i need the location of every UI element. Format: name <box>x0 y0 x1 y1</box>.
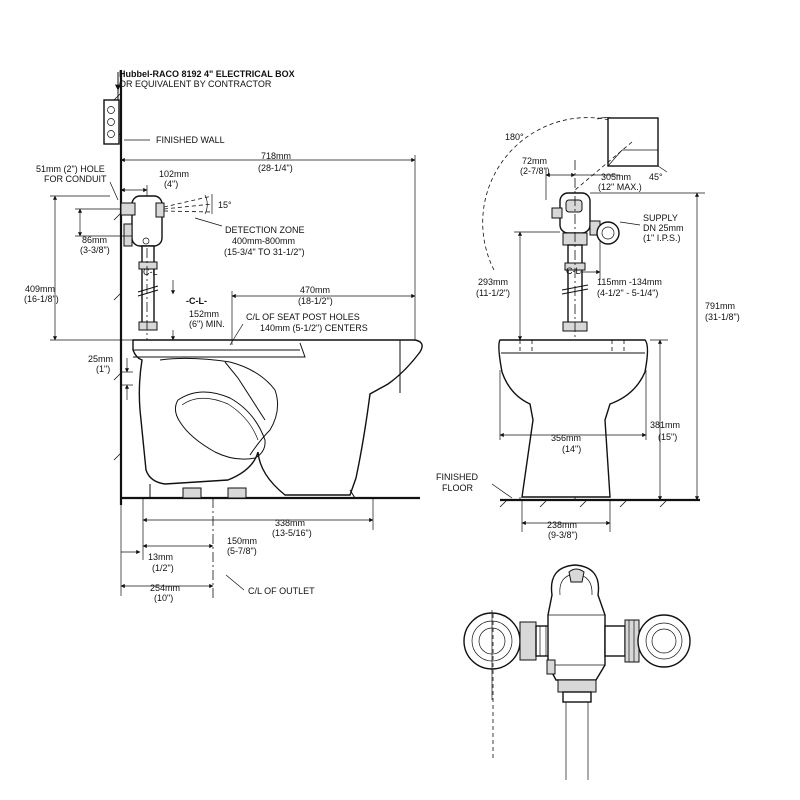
front-view <box>482 117 705 532</box>
dim-254-label-in: (10") <box>154 593 173 603</box>
dim-409-label-in: (16-1/8") <box>24 294 59 304</box>
dim-102-label: 102mm <box>159 169 189 179</box>
supply-label-2: DN 25mm <box>643 223 684 233</box>
side-flush-pipe <box>137 245 159 331</box>
box-knockout-1 <box>107 106 115 114</box>
dim-13-label-in: (1/2") <box>152 563 174 573</box>
dim-238-label: 238mm <box>547 520 577 530</box>
dim-470-label-in: (18-1/2") <box>298 296 333 306</box>
dim-381-label-in: (15") <box>658 432 677 442</box>
dim-791-label: 791mm <box>705 301 735 311</box>
conduit-hole-label-1: 51mm (2") HOLE <box>36 164 105 174</box>
dim-305-label-in: (12" MAX.) <box>598 182 642 192</box>
dim-72-label-in: (2-7/8") <box>520 166 550 176</box>
box-knockout-3 <box>107 130 115 138</box>
floor-hatch <box>499 499 668 508</box>
top-view-valve <box>463 564 691 780</box>
conduit-hole-label-2: FOR CONDUIT <box>44 174 107 184</box>
front-toilet-bowl <box>498 339 649 500</box>
dim-381-label: 381mm <box>650 420 680 430</box>
angle-45-label: 45° <box>649 172 663 182</box>
dim-13-label: 13mm <box>148 552 173 562</box>
dim-338-label-in: (13-5/16") <box>272 528 312 538</box>
dim-409-label: 409mm <box>25 284 55 294</box>
dim-338-label: 338mm <box>275 518 305 528</box>
dim-102-label-in: (4") <box>164 179 178 189</box>
dim-791-label-in: (31-1/8") <box>705 312 740 322</box>
electrical-box-label-1: Hubbel-RACO 8192 4" ELECTRICAL BOX <box>119 69 295 79</box>
finished-floor-label-2: FLOOR <box>442 483 474 493</box>
dim-25-label-in: (1") <box>96 364 110 374</box>
side-view <box>50 70 423 600</box>
dim-238-label-in: (9-3/8") <box>548 530 578 540</box>
side-cl-label-2: -C-L- <box>186 296 207 306</box>
dim-72-label: 72mm <box>522 156 547 166</box>
dim-718-label-in: (28-1/4") <box>258 163 293 173</box>
dim-470-label: 470mm <box>300 285 330 295</box>
front-view-labels: 180° 72mm (2-7/8") 305mm (12" MAX.) 45° … <box>436 132 740 540</box>
detection-zone-label-2: 400mm-800mm <box>232 236 295 246</box>
detection-zone-label-3: (15-3/4" TO 31-1/2") <box>224 247 305 257</box>
dim-356-label: 356mm <box>551 433 581 443</box>
detection-cone <box>163 194 213 215</box>
side-toilet-bowl <box>132 339 423 499</box>
dim-150-label-in: (5-7/8") <box>227 546 257 556</box>
front-cl-label: C-L <box>566 266 581 276</box>
dim-115-label: 115mm -134mm <box>597 277 662 287</box>
box-knockout-2 <box>107 118 115 126</box>
seat-post-label-2: 140mm (5-1/2") CENTERS <box>260 323 368 333</box>
dim-150-label: 150mm <box>227 536 257 546</box>
detection-zone-label-1: DETECTION ZONE <box>225 225 305 235</box>
dim-115-label-in: (4-1/2" - 5-1/4") <box>597 288 658 298</box>
front-wall-box <box>607 117 659 167</box>
dim-293-label: 293mm <box>478 277 508 287</box>
dim-356-label-in: (14") <box>562 444 581 454</box>
supply-label-1: SUPPLY <box>643 213 678 223</box>
dim-25-label: 25mm <box>88 354 113 364</box>
dim-152-label: 152mm <box>189 309 219 319</box>
seat-post-label-1: C/L OF SEAT POST HOLES <box>246 312 360 322</box>
dim-293-label-in: (11-1/2") <box>476 288 510 298</box>
supply-label-3: (1" I.P.S.) <box>643 233 681 243</box>
dim-86-label: 86mm <box>82 235 107 245</box>
angle-180-label: 180° <box>505 132 524 142</box>
front-flush-valve <box>551 192 620 332</box>
dim-152-label-in: (6") MIN. <box>189 319 225 329</box>
electrical-box-label-2: OR EQUIVALENT BY CONTRACTOR <box>119 79 272 89</box>
side-flush-valve <box>120 195 165 247</box>
angle-15-label: 15° <box>218 200 232 210</box>
finished-floor-label-1: FINISHED <box>436 472 479 482</box>
dim-718-label: 718mm <box>261 151 291 161</box>
side-view-labels: Hubbel-RACO 8192 4" ELECTRICAL BOX OR EQ… <box>24 69 368 603</box>
dim-305-label: 305mm <box>601 172 631 182</box>
finished-wall-label: FINISHED WALL <box>156 135 225 145</box>
sensor-eye <box>155 202 165 218</box>
dim-86-label-in: (3-3/8") <box>80 245 110 255</box>
dim-254-label: 254mm <box>150 583 180 593</box>
outlet-label: C/L OF OUTLET <box>248 586 315 596</box>
side-cl-label: C-L <box>143 267 158 277</box>
